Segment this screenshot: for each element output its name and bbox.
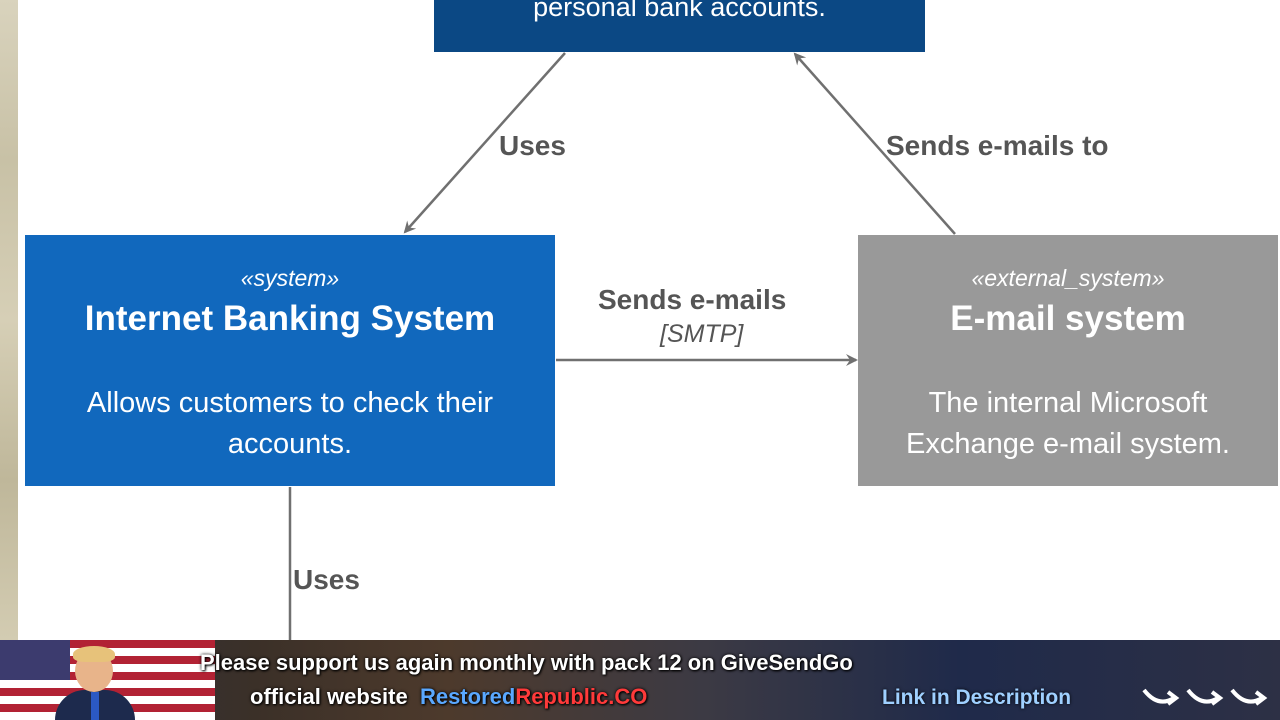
promo-banner: Please support us again monthly with pac… — [0, 640, 1280, 720]
edge-sends-emails-to — [793, 52, 956, 235]
website-link-part2[interactable]: Republic.CO — [515, 684, 648, 709]
system-stereotype: «system» — [240, 265, 340, 291]
system-description-line1: Allows customers to check their — [86, 387, 494, 419]
edge-label-smtp: [SMTP] — [660, 320, 744, 348]
person-box: personal bank accounts. — [434, 0, 925, 52]
external-system-description-line1: The internal Microsoft — [928, 387, 1208, 419]
banner-support-text: Please support us again monthly with pac… — [200, 650, 853, 675]
external-system-description-line2: Exchange e-mail system. — [906, 428, 1230, 460]
person-hair — [73, 646, 115, 662]
background-strip — [0, 0, 18, 640]
internet-banking-system-box: «system» Internet Banking System Allows … — [25, 235, 555, 486]
person-tie — [91, 692, 99, 720]
edge-label-uses-bottom: Uses — [293, 564, 360, 595]
person-image — [55, 646, 135, 720]
system-name: Internet Banking System — [84, 299, 496, 338]
external-system-description: The internal Microsoft Exchange e-mail s… — [868, 383, 1268, 465]
website-link-part1[interactable]: Restored — [419, 684, 516, 709]
edge-uses-top — [403, 52, 566, 234]
flag-union — [0, 640, 70, 680]
diagram-edges — [288, 52, 956, 640]
banner-website-line: official website RestoredRepublic.CO — [250, 684, 647, 710]
system-description-line2: accounts. — [227, 428, 353, 460]
email-system-box: «external_system» E-mail system The inte… — [858, 235, 1278, 486]
context-diagram: personal bank accounts. «system» Interne… — [25, 0, 1278, 640]
edge-label-sends-emails-to: Sends e-mails to — [886, 130, 1109, 161]
edge-label-sends-emails: Sends e-mails — [598, 284, 787, 315]
external-system-name: E-mail system — [950, 299, 1186, 338]
external-system-stereotype: «external_system» — [971, 265, 1165, 291]
person-description: personal bank accounts. — [533, 0, 826, 22]
link-in-description[interactable]: Link in Description — [882, 686, 1072, 709]
edge-label-uses-top: Uses — [499, 130, 566, 161]
banner-website-prefix: official website — [250, 684, 408, 709]
curved-arrows-icon — [1142, 688, 1268, 706]
system-description: Allows customers to check their accounts… — [35, 383, 545, 465]
